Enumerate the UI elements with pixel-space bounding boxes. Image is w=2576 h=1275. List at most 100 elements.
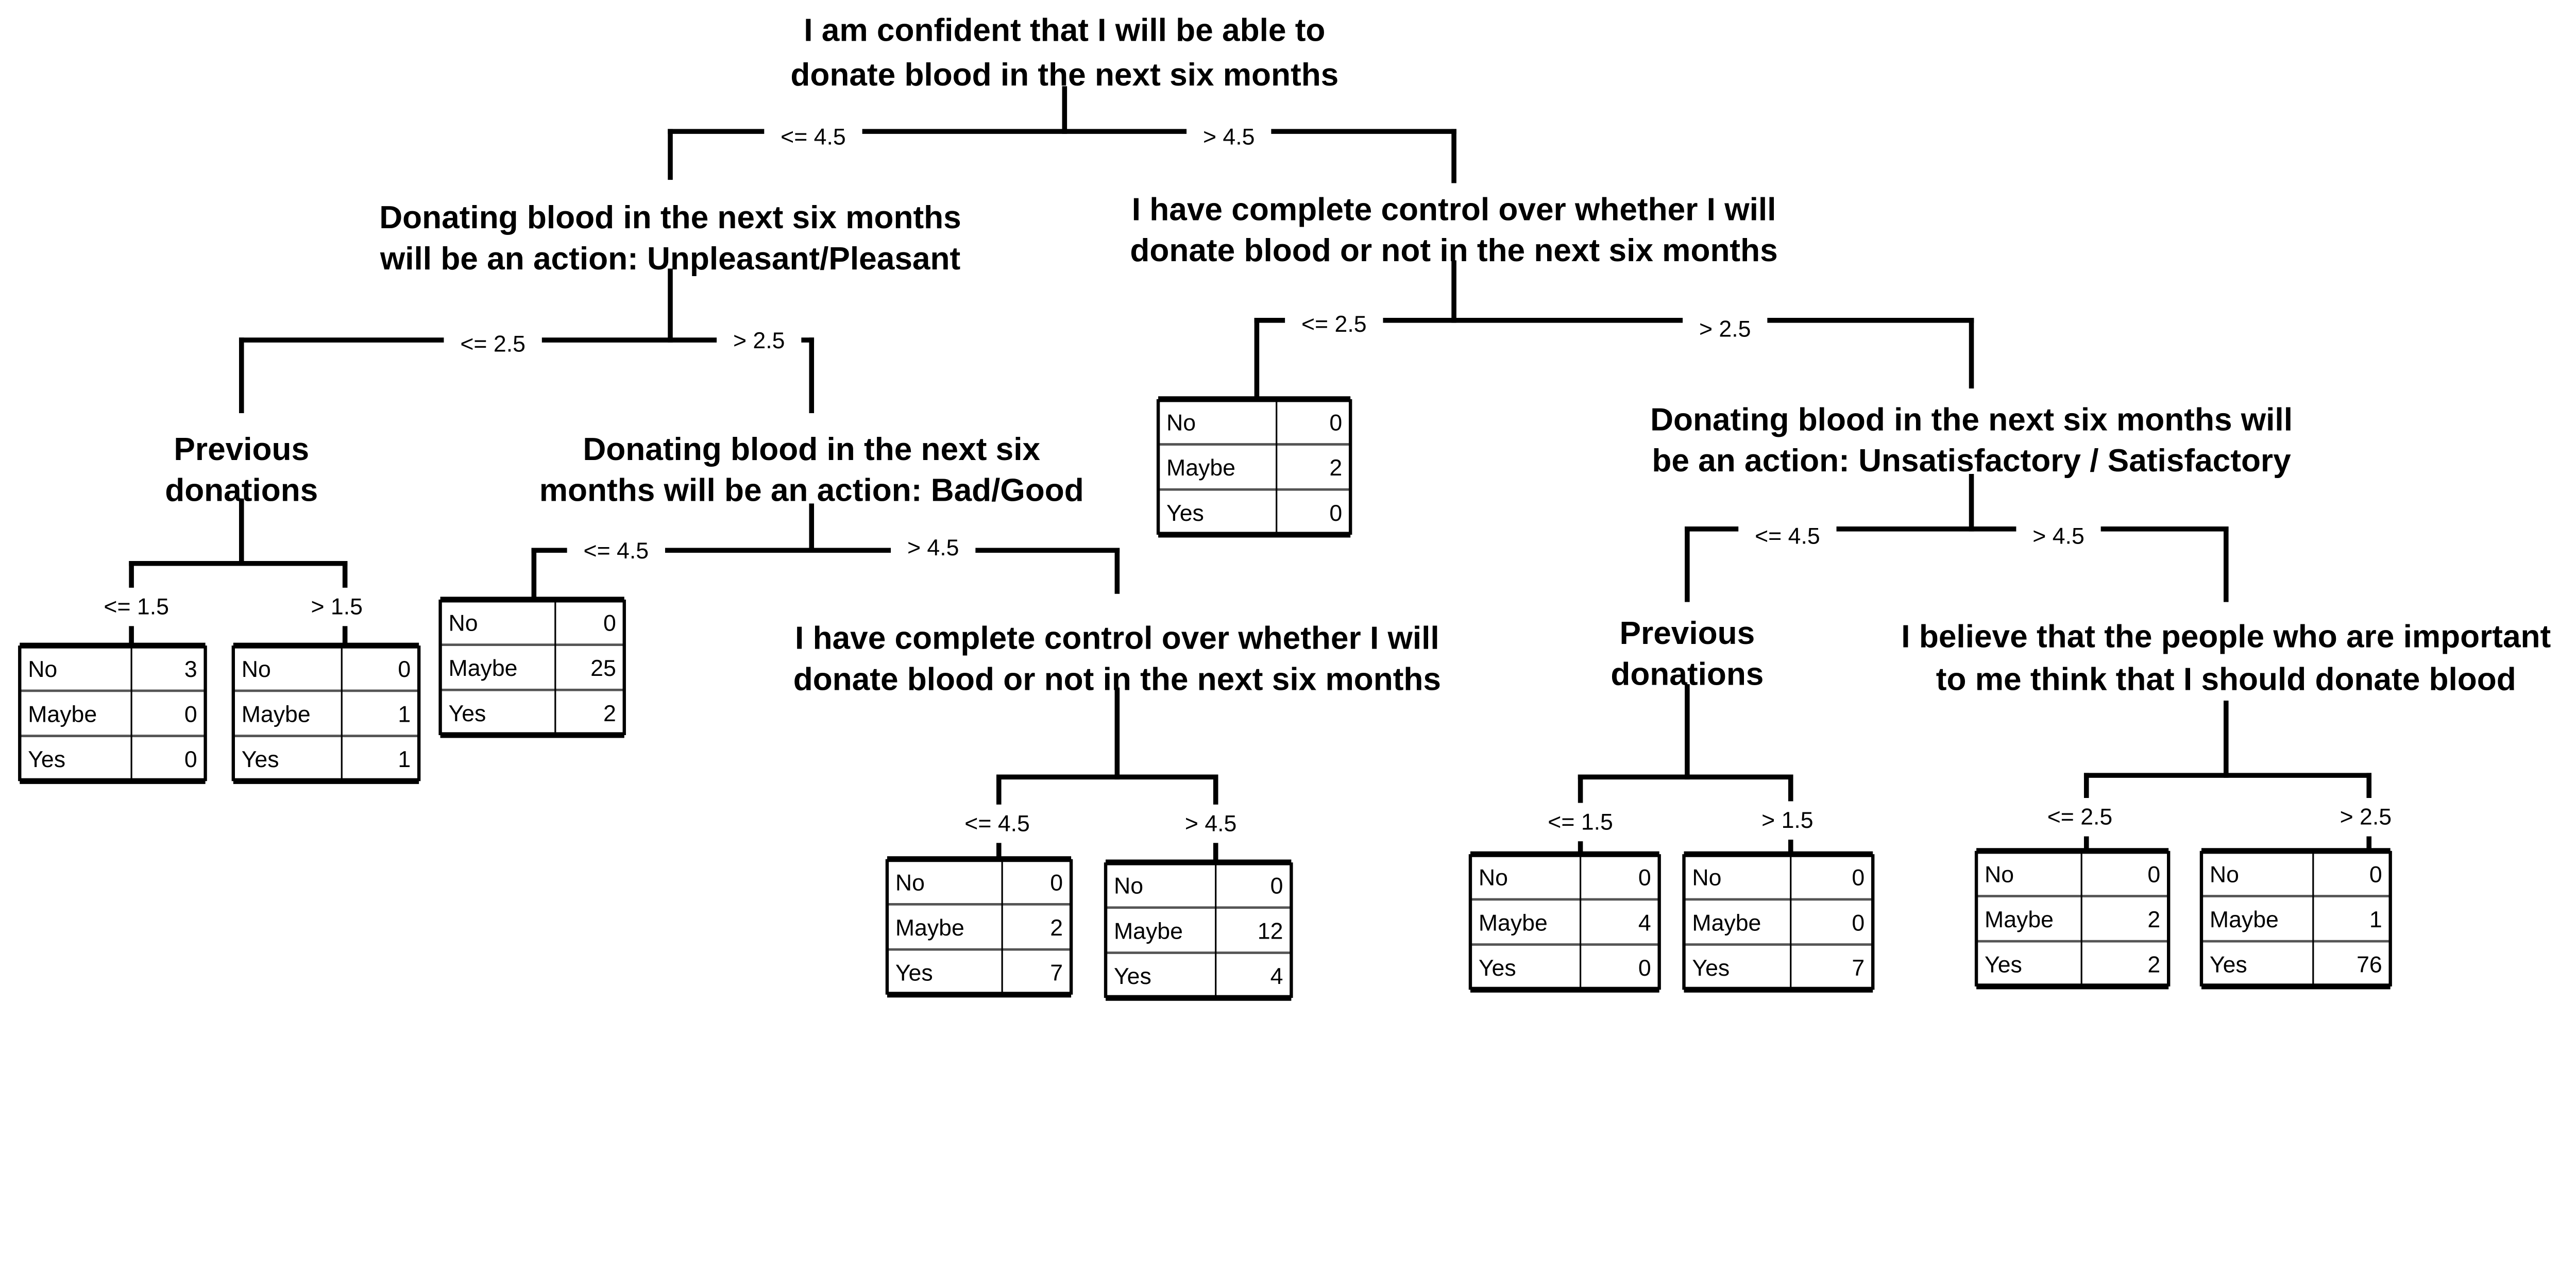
class-count: 1	[398, 702, 411, 727]
class-label: Maybe	[895, 915, 964, 941]
class-count: 2	[1329, 455, 1342, 481]
edge-label-background	[2016, 517, 2101, 556]
class-count: 0	[2369, 862, 2382, 887]
class-label: No	[28, 657, 57, 682]
edge-label-background	[294, 587, 379, 626]
edge-label-root-le: <= 4.5	[781, 125, 846, 150]
edge-label-background	[2030, 798, 2129, 837]
node-text-line: Previous	[174, 432, 309, 467]
node-control-upper: I have complete control over whether I w…	[1130, 192, 1777, 268]
edge-label-background	[567, 532, 665, 570]
leaf-background	[1976, 851, 2169, 987]
class-count: 0	[184, 702, 197, 727]
node-text-line: be an action: Unsatisfactory / Satisfact…	[1652, 443, 2291, 479]
node-text-line: Donating blood in the next six months	[379, 200, 961, 235]
class-count: 7	[1852, 956, 1865, 981]
leaf-background	[1106, 862, 1292, 998]
class-count: 7	[1050, 961, 1063, 986]
class-count: 0	[1329, 410, 1342, 435]
node-text-line: Donating blood in the next six months wi…	[1650, 402, 2293, 437]
edge-label-background	[1683, 310, 1768, 349]
class-label: No	[1985, 862, 2014, 887]
class-count: 4	[1638, 910, 1651, 936]
edge-label-control-lower-le: <= 4.5	[964, 811, 1030, 837]
class-label: Maybe	[242, 702, 311, 727]
edge-label-control-upper-le: <= 2.5	[1301, 312, 1367, 337]
class-count: 2	[2147, 907, 2160, 932]
class-label: Yes	[2210, 953, 2247, 978]
class-count: 0	[1638, 865, 1651, 891]
class-label: Yes	[895, 961, 933, 986]
edge-label-background	[764, 117, 862, 157]
class-count: 0	[1852, 910, 1865, 936]
node-text-line: to me think that I should donate blood	[1936, 661, 2516, 697]
edge-label-root-gt: > 4.5	[1203, 125, 1255, 150]
class-label: Maybe	[28, 702, 97, 727]
class-count: 12	[1258, 919, 1283, 944]
class-label: No	[1166, 410, 1196, 435]
class-count: 0	[1329, 501, 1342, 526]
node-text-line: I have complete control over whether I w…	[1132, 192, 1776, 227]
class-label: Yes	[1479, 956, 1516, 981]
leaf-background	[440, 599, 624, 735]
class-label: No	[1479, 865, 1508, 891]
class-label: Yes	[1166, 501, 1204, 526]
decision-nodes: I am confident that I will be able to don…	[165, 13, 2551, 698]
class-label: Yes	[1985, 953, 2022, 978]
edge-label-badgood-gt: > 4.5	[907, 535, 959, 560]
edge-label-prev-right-gt: > 1.5	[1761, 808, 1814, 833]
node-text-line: Previous	[1620, 616, 1755, 651]
leaf-background	[2201, 851, 2391, 987]
class-label: Yes	[449, 701, 486, 726]
class-count: 0	[398, 657, 411, 682]
class-label: No	[2210, 862, 2239, 887]
edge-label-satisfactory-le: <= 4.5	[1755, 523, 1820, 549]
edge-label-background	[1745, 801, 1830, 840]
class-label: No	[242, 657, 271, 682]
class-count: 2	[603, 701, 616, 726]
class-label: No	[895, 870, 925, 895]
node-text-line: donate blood in the next six months	[790, 57, 1338, 93]
class-label: Yes	[1114, 964, 1151, 989]
class-label: Yes	[1692, 956, 1730, 981]
node-control-lower: I have complete control over whether I w…	[793, 621, 1441, 698]
class-count: 0	[1852, 865, 1865, 891]
leaf-background	[887, 859, 1072, 995]
class-label: Maybe	[449, 656, 518, 681]
edge-label-badgood-le: <= 4.5	[584, 538, 649, 564]
edge-label-control-upper-gt: > 2.5	[1699, 317, 1751, 342]
edge-label-background	[87, 587, 185, 626]
leaf-background	[1158, 399, 1351, 535]
class-count: 1	[398, 747, 411, 772]
class-count: 1	[2369, 907, 2382, 932]
leaf-background	[1684, 854, 1873, 990]
class-count: 0	[184, 747, 197, 772]
node-text-line: I have complete control over whether I w…	[795, 621, 1439, 656]
class-count: 2	[1050, 915, 1063, 941]
class-label: Yes	[242, 747, 279, 772]
edge-label-pleasant-gt: > 2.5	[733, 328, 785, 353]
class-count: 76	[2357, 953, 2382, 978]
node-text-line: I am confident that I will be able to	[804, 13, 1325, 48]
edge-label-background	[948, 804, 1046, 843]
node-text-line: Donating blood in the next six	[583, 432, 1040, 467]
node-important: I believe that the people who are import…	[1901, 619, 2551, 697]
class-label: Yes	[28, 747, 65, 772]
class-label: No	[449, 610, 478, 636]
class-count: 4	[1270, 964, 1283, 989]
node-text-line: donate blood or not in the next six mont…	[1130, 233, 1777, 268]
class-count: 2	[2147, 953, 2160, 978]
class-count: 0	[1050, 870, 1063, 895]
